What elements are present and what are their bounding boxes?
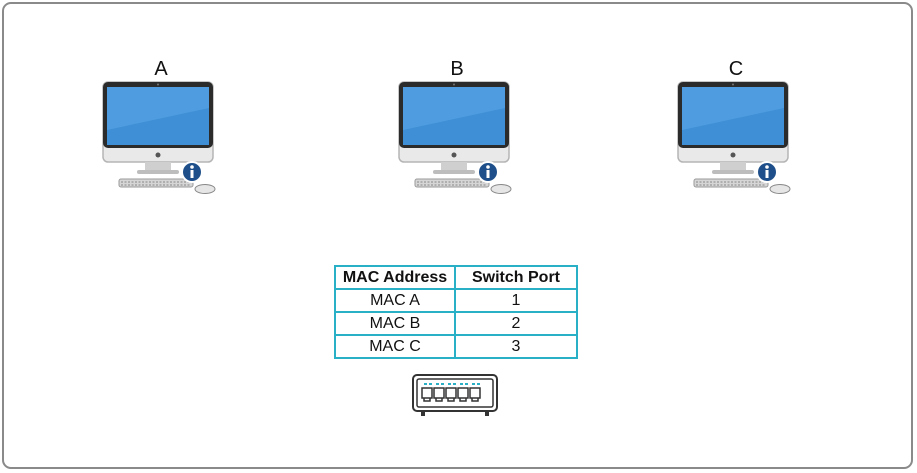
computer-label: B [450, 58, 464, 80]
mac-address-table: MAC Address Switch Port MAC A 1 MAC B 2 … [334, 265, 578, 359]
computer-label: A [154, 58, 168, 80]
mac-address-cell: MAC B [334, 311, 456, 336]
network-switch-icon[interactable] [411, 373, 501, 419]
mac-address-cell: MAC A [334, 288, 456, 313]
switch-port-cell: 3 [454, 334, 578, 359]
table-row: MAC C 3 [334, 334, 578, 359]
table-header-row: MAC Address Switch Port [334, 265, 578, 290]
column-header-switch-port: Switch Port [454, 265, 578, 290]
table-row: MAC B 2 [334, 311, 578, 336]
switch-port-cell: 2 [454, 311, 578, 336]
switch-port-cell: 1 [454, 288, 578, 313]
table-row: MAC A 1 [334, 288, 578, 313]
desktop-computer-icon [677, 81, 791, 194]
computer-a[interactable]: A [101, 58, 221, 194]
desktop-computer-icon [102, 81, 216, 194]
mac-address-cell: MAC C [334, 334, 456, 359]
desktop-computer-icon [398, 81, 512, 194]
computer-c[interactable]: C [676, 58, 796, 194]
computer-b[interactable]: B [397, 58, 517, 194]
computer-label: C [728, 58, 744, 80]
column-header-mac-address: MAC Address [334, 265, 456, 290]
